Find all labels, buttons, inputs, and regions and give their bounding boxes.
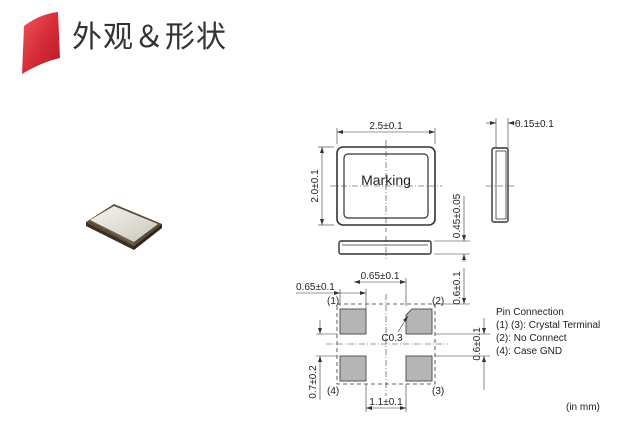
section-title: 外观＆形状	[72, 20, 227, 55]
crystal-unit-photo	[86, 204, 162, 250]
section-header: 外观＆形状	[0, 0, 629, 80]
unit-note: (in mm)	[566, 402, 600, 413]
marking-label: Marking	[361, 172, 411, 188]
pin-4-label: (4)	[327, 386, 339, 397]
red-ribbon-icon	[22, 12, 60, 74]
pad-1	[339, 308, 367, 335]
pad-spacing-dim: 1.1±0.1	[369, 397, 403, 408]
pad-3	[405, 355, 433, 382]
pad-offset-dim: 0.6±0.1	[452, 271, 463, 305]
pad-width-dim: 0.65±0.1	[296, 282, 335, 293]
top-height-dim: 2.0±0.1	[310, 169, 321, 203]
pin-connection-title: Pin Connection	[496, 307, 564, 318]
chamfer-label: C0.3	[381, 333, 403, 344]
pad-gap-dim: 0.7±0.2	[308, 365, 319, 399]
thickness-dim: 0.15±0.1	[515, 119, 554, 130]
pad-2	[405, 308, 433, 335]
top-view	[318, 128, 442, 232]
pad-height-dim: 0.6±0.1	[472, 327, 483, 361]
dimension-arrows	[318, 121, 514, 410]
pin-connection-legend: Pin Connection (1) (3): Crystal Terminal…	[496, 307, 600, 357]
top-width-dim: 2.5±0.1	[369, 121, 403, 132]
pin-2-label: (2)	[432, 296, 444, 307]
pin-connection-item: (2): No Connect	[496, 333, 567, 344]
pin-3-label: (3)	[432, 386, 444, 397]
pin-connection-item: (4): Case GND	[496, 346, 562, 357]
pin-connection-item: (1) (3): Crystal Terminal	[496, 320, 600, 331]
pin-1-label: (1)	[327, 296, 339, 307]
bottom-view	[296, 268, 490, 412]
height-dim: 0.45±0.05	[452, 193, 463, 238]
pad-pitch-dim: 0.65±0.1	[361, 271, 400, 282]
pad-4	[339, 355, 367, 382]
side-view-right	[486, 118, 520, 223]
